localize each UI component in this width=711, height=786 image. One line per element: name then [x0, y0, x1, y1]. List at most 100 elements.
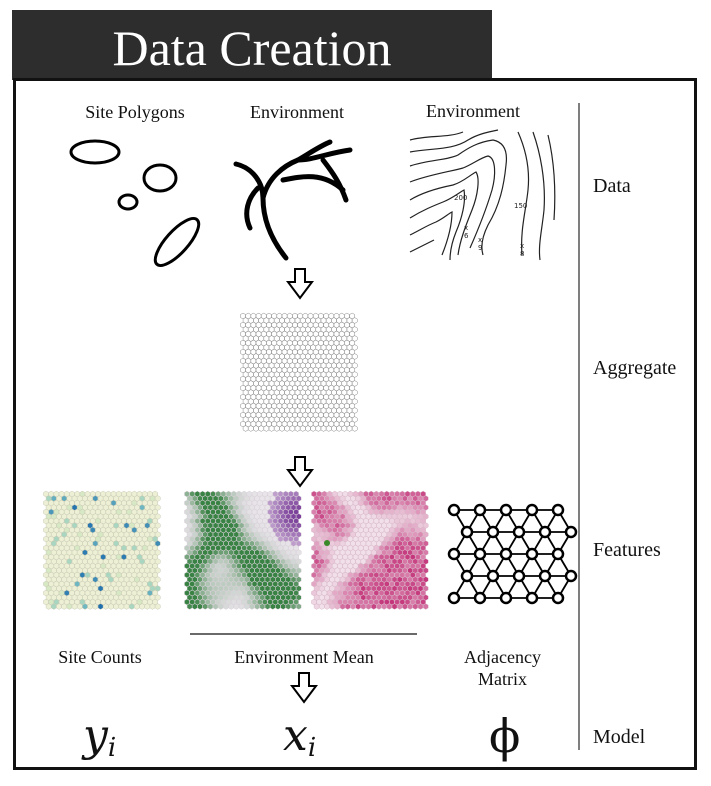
stage-label-model: Model [593, 726, 646, 748]
y-i-symbol: yi [83, 712, 116, 772]
hex-cell [254, 603, 260, 610]
hex-cell [396, 603, 403, 610]
adjacency-node [486, 569, 500, 583]
hex-cell [310, 425, 316, 432]
hex-cell [324, 603, 330, 610]
hex-cell [284, 425, 290, 432]
hex-cell [365, 603, 372, 610]
hex-cell [253, 425, 259, 432]
hex-cell [305, 425, 311, 432]
hex-cell [355, 603, 361, 610]
hex-cell [207, 603, 214, 610]
adjacency-node [499, 591, 513, 605]
adjacency-node [564, 525, 578, 539]
hex-cell [294, 425, 301, 432]
hex-cell [218, 603, 224, 610]
hex-cell [386, 603, 393, 610]
hex-cell [258, 425, 264, 432]
hex-cell [242, 425, 249, 432]
site-polygons-label: Site Polygons [85, 102, 185, 122]
hex-cell [290, 603, 297, 610]
phi-symbol: ϕ [489, 709, 521, 763]
adjacency-label-line2: Matrix [478, 669, 527, 689]
hex-cell [202, 603, 208, 610]
hex-cell [391, 603, 398, 610]
arrow-down-icon [290, 672, 318, 704]
hex-cell [422, 603, 429, 610]
contour-label-8: 8 [520, 250, 524, 258]
hex-cell [407, 603, 413, 610]
hex-cell [228, 603, 234, 610]
hex-cell [238, 603, 245, 610]
hex-cell [268, 425, 275, 432]
environment-mean-hex-grid-pink [311, 490, 429, 610]
hex-cell [139, 603, 145, 610]
hex-cell [77, 603, 83, 610]
adjacency-node [525, 547, 539, 561]
hex-cell [248, 425, 254, 432]
environment-lines-graphic [233, 139, 353, 261]
hex-cell [56, 603, 62, 610]
environment-mean-label: Environment Mean [234, 647, 374, 667]
hex-cell [313, 603, 320, 610]
hex-cell [123, 603, 130, 610]
contour-label-x2: x [478, 236, 482, 244]
hex-cell [279, 425, 285, 432]
adjacency-node [538, 569, 552, 583]
diagram-frame [13, 78, 697, 770]
marker-dot [324, 540, 330, 546]
adjacency-node [473, 591, 487, 605]
hex-cell [223, 603, 229, 610]
hex-cell [118, 603, 125, 610]
site-counts-label: Site Counts [58, 647, 142, 667]
adjacency-node [486, 525, 500, 539]
adjacency-node [512, 569, 526, 583]
adjacency-node [447, 591, 461, 605]
adjacency-graph [447, 503, 578, 605]
hex-cell [233, 603, 240, 610]
hex-cell [417, 603, 424, 610]
adjacency-node [460, 525, 474, 539]
hex-cell [331, 425, 337, 432]
adjacency-node [447, 503, 461, 517]
hex-cell [263, 425, 270, 432]
hex-cell [186, 603, 193, 610]
adjacency-node [564, 569, 578, 583]
hex-cell [66, 603, 73, 610]
adjacency-node [473, 503, 487, 517]
hex-cell [319, 603, 325, 610]
adjacency-node [538, 525, 552, 539]
hex-cell [87, 603, 93, 610]
hex-cell [295, 603, 302, 610]
y-subscript: i [107, 733, 117, 763]
hex-cell [325, 425, 332, 432]
hex-cell [108, 603, 114, 610]
hex-cell [51, 603, 57, 610]
environment-label-lines: Environment [250, 102, 344, 122]
hex-cell [341, 425, 348, 432]
arrow-down-icon [286, 456, 314, 488]
environment-mean-hex-grid-green [184, 490, 302, 610]
hex-cell [381, 603, 387, 610]
hex-cell [249, 603, 255, 610]
hex-cell [402, 603, 408, 610]
hex-cell [212, 603, 219, 610]
hex-cell [289, 425, 296, 432]
site-counts-hex-grid [43, 490, 161, 610]
hex-cell [144, 603, 151, 610]
hex-cell [243, 603, 250, 610]
x-subscript: i [307, 733, 317, 763]
adjacency-node [551, 503, 565, 517]
hex-cell [259, 603, 266, 610]
hex-cell [264, 603, 271, 610]
y-symbol: y [83, 710, 108, 761]
adjacency-node [512, 525, 526, 539]
aggregate-hex-grid [240, 312, 358, 432]
hex-cell [350, 603, 356, 610]
adjacency-node [499, 547, 513, 561]
hex-cell [275, 603, 281, 610]
hex-cell [149, 603, 156, 610]
adjacency-node [525, 503, 539, 517]
hex-cell [128, 603, 135, 610]
